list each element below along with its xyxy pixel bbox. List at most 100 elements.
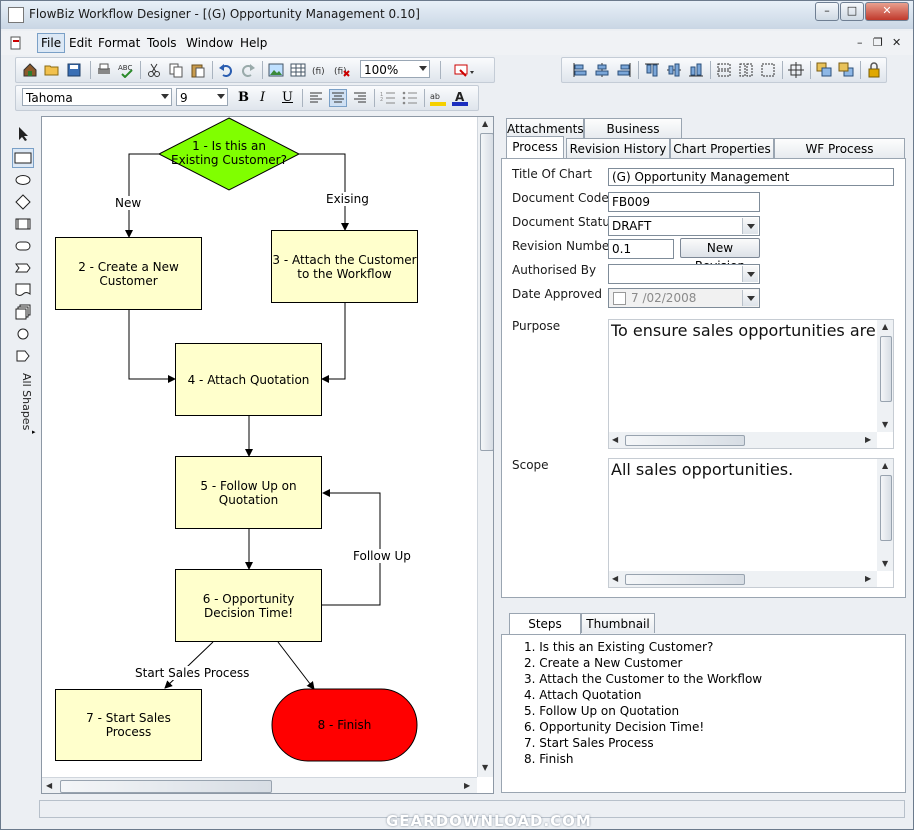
text-align-left-icon[interactable] [308,90,324,106]
node-3[interactable]: 3 - Attach the Customer to the Workflow [271,230,418,303]
menu-file[interactable]: File [37,33,66,53]
scope-vscrollbar[interactable]: ▲ ▼ [877,459,893,571]
center-page-icon[interactable] [788,62,804,78]
insert-image-icon[interactable] [268,62,284,78]
tab-business-analysis[interactable]: Business Analysis [584,118,682,156]
redo-icon[interactable] [240,62,256,78]
purpose-vscroll-thumb[interactable] [880,336,892,402]
text-align-right-icon[interactable] [352,90,368,106]
lock-icon[interactable] [866,62,882,78]
font-select[interactable]: Tahoma [22,88,172,106]
purpose-hscroll-thumb[interactable] [625,435,745,446]
node-7[interactable]: 7 - Start Sales Process [55,689,202,761]
document-status-select[interactable]: DRAFT [608,216,760,236]
list-item[interactable]: 8. Finish [524,752,574,766]
scope-hscroll-thumb[interactable] [625,574,745,585]
node-4[interactable]: 4 - Attach Quotation [175,343,322,416]
mdi-close-icon[interactable]: ✕ [892,36,902,49]
tab-steps[interactable]: Steps [509,613,581,635]
new-revision-button[interactable]: New Revision [680,238,760,273]
off-page-tool-icon[interactable] [15,348,31,364]
terminal-shape[interactable] [271,688,418,762]
scope-vscroll-thumb[interactable] [880,475,892,541]
print-icon[interactable] [96,62,112,78]
send-back-icon[interactable] [838,62,854,78]
tab-revision-history[interactable]: Revision History [566,138,670,158]
bullet-list-icon[interactable] [402,90,418,106]
diamond-tool-icon[interactable] [15,194,31,210]
bring-front-icon[interactable] [816,62,832,78]
tab-chart-properties[interactable]: Chart Properties [670,138,774,158]
same-height-icon[interactable] [738,62,754,78]
tab-process[interactable]: Process [506,136,564,158]
node-6[interactable]: 6 - Opportunity Decision Time! [175,569,322,642]
font-size-select[interactable]: 9 [176,88,228,106]
scope-hscrollbar[interactable]: ◀ ▶ [609,571,877,587]
bold-button[interactable]: B [238,90,249,105]
font-color-icon[interactable]: A [452,90,468,106]
date-approved-picker[interactable]: 7 /02/2008 [608,288,760,308]
spellcheck-icon[interactable]: ABC [118,62,134,78]
underline-button[interactable]: U [282,90,293,105]
list-item[interactable]: 6. Opportunity Decision Time! [524,720,705,734]
title-of-chart-field[interactable]: (G) Opportunity Management [608,168,894,186]
document-code-field[interactable]: FB009 [608,192,760,212]
mdi-restore-icon[interactable]: ❐ [873,36,883,49]
all-shapes-label[interactable]: All Shapes [20,373,33,431]
decision-shape[interactable] [157,117,301,191]
list-item[interactable]: 5. Follow Up on Quotation [524,704,680,718]
menu-help[interactable]: Help [240,36,268,50]
list-item[interactable]: 4. Attach Quotation [524,688,642,702]
cut-icon[interactable] [146,62,162,78]
close-button[interactable]: ✕ [865,2,909,21]
circle-tool-icon[interactable] [15,326,31,342]
highlight-color-icon[interactable]: ab [430,90,446,106]
minimize-button[interactable]: – [815,2,839,21]
subprocess-tool-icon[interactable] [15,216,31,232]
canvas-vertical-scrollbar[interactable]: ▲ ▼ [477,117,493,777]
rectangle-tool-icon[interactable] [12,148,34,168]
copy-icon[interactable] [168,62,184,78]
line-color-icon[interactable] [454,62,476,78]
ellipse-tool-icon[interactable] [15,172,31,188]
list-item[interactable]: 7. Start Sales Process [524,736,654,750]
multi-document-tool-icon[interactable] [15,304,31,320]
node-5[interactable]: 5 - Follow Up on Quotation [175,456,322,529]
save-icon[interactable] [66,62,82,78]
function-icon[interactable]: (fi) [312,62,328,78]
align-bottom-icon[interactable] [688,62,704,78]
purpose-vscrollbar[interactable]: ▲ ▼ [877,320,893,432]
list-item[interactable]: 3. Attach the Customer to the Workflow [524,672,763,686]
undo-icon[interactable] [218,62,234,78]
document-tool-icon[interactable] [15,282,31,298]
align-middle-icon[interactable] [666,62,682,78]
align-right-icon[interactable] [616,62,632,78]
pointer-tool-icon[interactable] [15,126,31,142]
numbered-list-icon[interactable]: 12 [380,90,396,106]
purpose-hscrollbar[interactable]: ◀ ▶ [609,432,877,448]
maximize-button[interactable]: □ [840,2,864,21]
tab-attachments[interactable]: Attachments [506,118,584,138]
italic-button[interactable]: I [260,90,266,105]
mdi-minimize-icon[interactable]: – [857,36,863,49]
same-width-icon[interactable] [716,62,732,78]
flowchart-canvas[interactable]: 1 - Is this an Existing Customer? 2 - Cr… [41,116,494,794]
palette-expand-icon[interactable]: ▸ [32,428,36,436]
menu-edit[interactable]: Edit [69,36,93,50]
list-item[interactable]: 2. Create a New Customer [524,656,683,670]
revision-number-field[interactable]: 0.1 [608,239,674,259]
menu-tools[interactable]: Tools [147,36,177,50]
scope-textarea[interactable]: All sales opportunities. ▲ ▼ ◀ ▶ [608,458,894,588]
tab-thumbnail[interactable]: Thumbnail [581,613,655,633]
align-center-icon[interactable] [594,62,610,78]
menu-format[interactable]: Format [98,36,141,50]
function-delete-icon[interactable]: (fi) [334,62,350,78]
node-2[interactable]: 2 - Create a New Customer [55,237,202,310]
text-align-center-icon[interactable] [329,89,347,107]
authorised-by-select[interactable] [608,264,760,284]
list-item[interactable]: 1. Is this an Existing Customer? [524,640,714,654]
menu-window[interactable]: Window [186,36,234,50]
open-folder-icon[interactable] [44,62,60,78]
canvas-horizontal-scrollbar[interactable]: ◀ ▶ [42,777,477,793]
canvas-vscroll-thumb[interactable] [480,133,493,451]
